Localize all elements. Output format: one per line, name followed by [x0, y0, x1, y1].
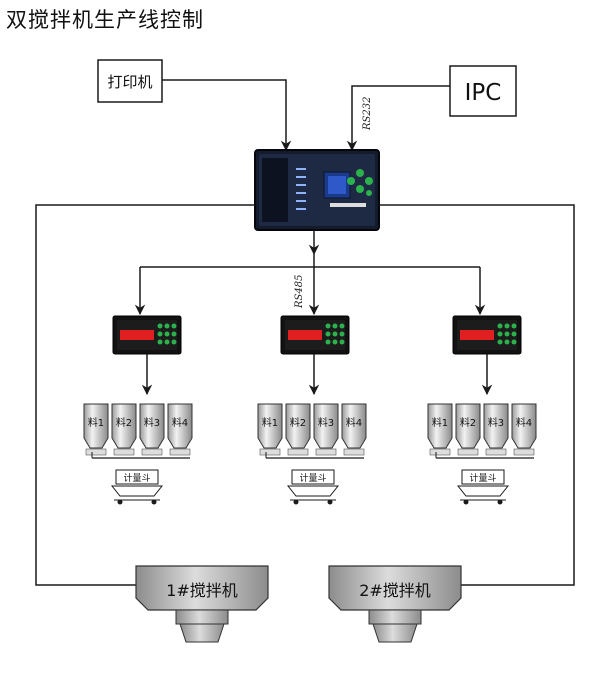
mixer-2: 2#搅拌机	[328, 565, 462, 643]
weigh-hopper-label: 计量斗	[123, 472, 150, 484]
silo: 料1	[427, 403, 453, 449]
silo-label: 料3	[144, 416, 160, 429]
silo-label: 料4	[516, 416, 532, 429]
mixer-1: 1#搅拌机	[135, 565, 269, 643]
weighing-instrument	[280, 315, 350, 355]
mixer1-link	[35, 204, 255, 586]
weighing-instrument	[452, 315, 522, 355]
silo: 料2	[455, 403, 481, 449]
ipc-label: IPC	[465, 80, 502, 106]
silo-label: 料1	[432, 416, 448, 429]
silo: 料1	[83, 403, 109, 449]
silo: 料3	[483, 403, 509, 449]
silo: 料2	[111, 403, 137, 449]
printer-label: 打印机	[107, 73, 152, 91]
printer-link	[162, 79, 292, 152]
silo-label: 料3	[488, 416, 504, 429]
silo: 料4	[341, 403, 367, 449]
silo: 料3	[139, 403, 165, 449]
silo-label: 料4	[346, 416, 362, 429]
controller-keypad	[330, 169, 373, 207]
mixer-1-label: 1#搅拌机	[166, 581, 238, 600]
ipc-box: IPC	[449, 65, 517, 117]
ipc-link	[346, 85, 450, 152]
mixer2-link	[379, 204, 575, 586]
weigh-hopper: 计量斗	[110, 469, 164, 505]
weigh-hopper: 计量斗	[286, 469, 340, 505]
silo-label: 料3	[318, 416, 334, 429]
page-title: 双搅拌机生产线控制	[6, 8, 204, 32]
silo-gates	[85, 448, 191, 456]
silo: 料2	[285, 403, 311, 449]
station-2: 料1 料2 料3 料4 计量斗	[257, 315, 367, 505]
station-3: 料1 料2 料3 料4 计量斗	[427, 315, 537, 505]
silo: 料4	[167, 403, 193, 449]
silo-gates	[429, 448, 535, 456]
silo-label: 料2	[116, 416, 132, 429]
silo-label: 料1	[88, 416, 104, 429]
silo-label: 料1	[262, 416, 278, 429]
weigh-hopper-label: 计量斗	[469, 472, 496, 484]
rs485-label: RS485	[294, 275, 305, 309]
silo-label: 料2	[290, 416, 306, 429]
mixer-2-label: 2#搅拌机	[359, 581, 431, 600]
silo-label: 料2	[460, 416, 476, 429]
silo-gates	[259, 448, 365, 456]
silo: 料3	[313, 403, 339, 449]
weigh-hopper-label: 计量斗	[299, 472, 326, 484]
main-controller	[254, 149, 380, 231]
rs232-label: RS232	[362, 97, 373, 131]
weigh-hopper: 计量斗	[456, 469, 510, 505]
weighing-instrument	[112, 315, 182, 355]
station-1: 料1 料2 料3 料4 计量斗	[83, 315, 193, 505]
silo: 料4	[511, 403, 537, 449]
silo: 料1	[257, 403, 283, 449]
printer-box: 打印机	[97, 59, 163, 103]
silo-label: 料4	[172, 416, 188, 429]
